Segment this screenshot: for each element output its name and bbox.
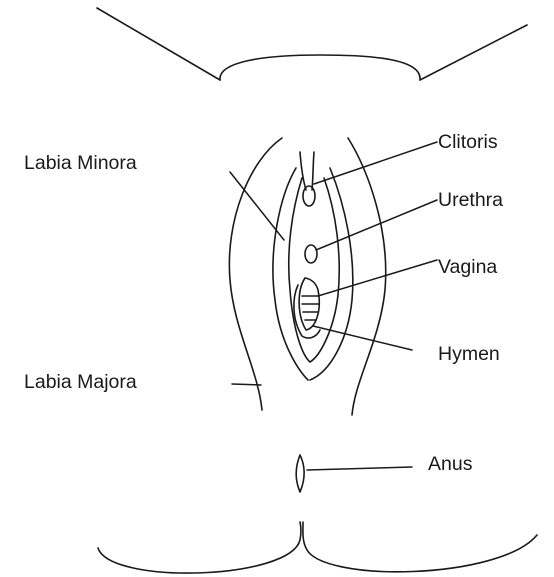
leader-vagina bbox=[318, 260, 437, 296]
leader-lines bbox=[230, 142, 437, 470]
label-hymen: Hymen bbox=[438, 345, 500, 365]
labia-majora-shape bbox=[229, 138, 385, 415]
vagina-shape bbox=[294, 278, 320, 338]
label-labia-minora: Labia Minora bbox=[24, 154, 137, 174]
leader-labia-majora bbox=[232, 384, 261, 385]
labia-minora-shape bbox=[273, 168, 353, 380]
label-vagina: Vagina bbox=[438, 258, 497, 278]
urethra-shape bbox=[305, 245, 317, 263]
leader-clitoris bbox=[314, 142, 437, 184]
leader-hymen bbox=[313, 326, 412, 350]
anus-shape bbox=[296, 455, 304, 492]
label-urethra: Urethra bbox=[438, 191, 503, 211]
label-clitoris: Clitoris bbox=[438, 133, 498, 153]
label-labia-majora: Labia Majora bbox=[24, 373, 137, 393]
label-anus: Anus bbox=[428, 455, 472, 475]
body-outline bbox=[97, 8, 537, 573]
leader-anus bbox=[307, 467, 412, 470]
